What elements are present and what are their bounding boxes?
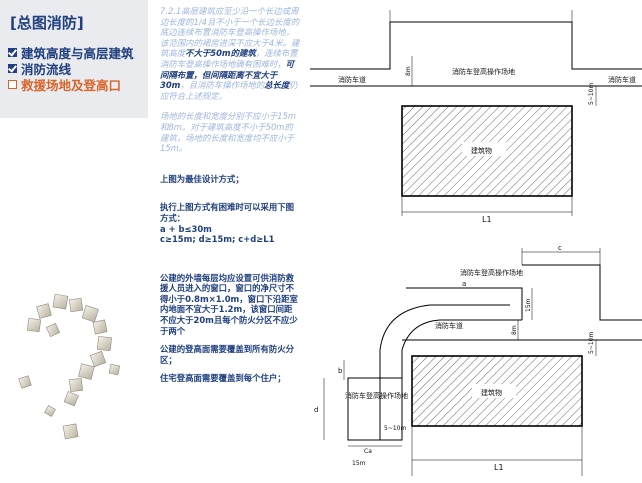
note-best-design: 上图为最佳设计方式； — [160, 173, 244, 184]
dim-a-label: a — [462, 280, 466, 288]
note-formula-2: c≥15m; d≥15m; c+d≥L1 — [160, 234, 275, 245]
nav-item-label: 救援场地及登高口 — [21, 77, 122, 93]
bottom-diagram: c 消防车登高操作场地 a 15m 消防车道 8m 5~10m b 消防车登高操… — [314, 244, 642, 476]
dim-15m-bottom-label: 15m — [352, 460, 366, 467]
question-mark-cubes-image — [18, 293, 121, 440]
regulation-paragraph-1: 7.2.1高层建筑应至少沿一个长边或周边长度的1/4且不小于一个长边长度的底边连… — [160, 6, 300, 101]
checked-box-icon — [8, 47, 17, 57]
regulation-paragraph-2: 场地的长度和宽度分别不应小于15m和8m。对于建筑高度不小于50m的建筑，场地的… — [160, 111, 297, 154]
dim-c-label: c — [558, 244, 562, 252]
dim-15m-upper-label: 15m — [525, 298, 532, 312]
top-platform-label: 消防车登高操作场地 — [452, 67, 515, 76]
nav-item-rescue-site[interactable]: 救援场地及登高口 — [8, 76, 134, 93]
note-public-building: 公建的登高面需要覆盖到所有防火分区； — [160, 344, 294, 365]
sidebar-nav: 建筑高度与高层建筑 消防流线 救援场地及登高口 — [8, 44, 134, 93]
note-alternative: 执行上图方式有困难时可以采用下图方式： — [160, 202, 294, 223]
text-column: 7.2.1高层建筑应至少沿一个长边或周边长度的1/4且不小于一个长边长度的底边连… — [160, 6, 300, 384]
bottom-platform-label-upper: 消防车登高操作场地 — [460, 268, 523, 277]
bottom-L1-label: L1 — [494, 463, 504, 472]
nav-item-fire-circulation[interactable]: 消防流线 — [8, 60, 134, 77]
top-building-label: 建筑物 — [471, 146, 492, 155]
top-road-label: 消防车道 — [338, 75, 366, 84]
dim-8m-bottom-label: 8m — [511, 325, 518, 335]
dim-5-10m-bottom-label: 5~10m — [384, 425, 406, 432]
sidebar: [总图消防] 建筑高度与高层建筑 消防流线 救援场地及登高口 — [0, 0, 148, 483]
note-formula-1: a + b≤30m — [160, 223, 212, 234]
dim-5-10m-label: 5~10m — [588, 83, 595, 105]
bottom-platform-label-left: 消防车登高操作场地 — [345, 391, 408, 400]
section-title: [总图消防] — [10, 14, 84, 32]
checked-box-icon — [8, 63, 17, 73]
top-L1-label: L1 — [482, 215, 492, 224]
note-window-rule: 公建的外墙每层均应设置可供消防救援人员进入的窗口，窗口的净尺寸不得小于0.8m×… — [160, 272, 298, 336]
dim-8m-label: 8m — [405, 66, 412, 76]
nav-item-label: 建筑高度与高层建筑 — [21, 45, 134, 61]
bottom-building-label: 建筑物 — [481, 388, 502, 397]
sidebar-header-band — [0, 0, 148, 118]
top-diagram: 8m 5~10m 消防车道 消防车登高操作场地 消防车道 建筑物 L1 — [310, 10, 642, 224]
empty-box-icon — [8, 79, 17, 89]
bottom-road-label: 消防车道 — [435, 321, 463, 330]
fire-site-diagram: 8m 5~10m 消防车道 消防车登高操作场地 消防车道 建筑物 L1 c 消防… — [310, 10, 642, 476]
nav-item-building-height[interactable]: 建筑高度与高层建筑 — [8, 44, 134, 61]
note-residential: 住宅登高面需要覆盖到每个住户； — [160, 373, 286, 384]
dim-5-10m-right-label: 5~10m — [588, 332, 595, 354]
nav-item-label: 消防流线 — [21, 61, 72, 77]
dim-b-label: b — [338, 367, 343, 375]
dim-ca-label: Ca — [364, 448, 372, 455]
dim-d-label: d — [314, 406, 318, 414]
top-road-label-right: 消防车道 — [608, 75, 636, 84]
bottom-building — [411, 355, 583, 427]
